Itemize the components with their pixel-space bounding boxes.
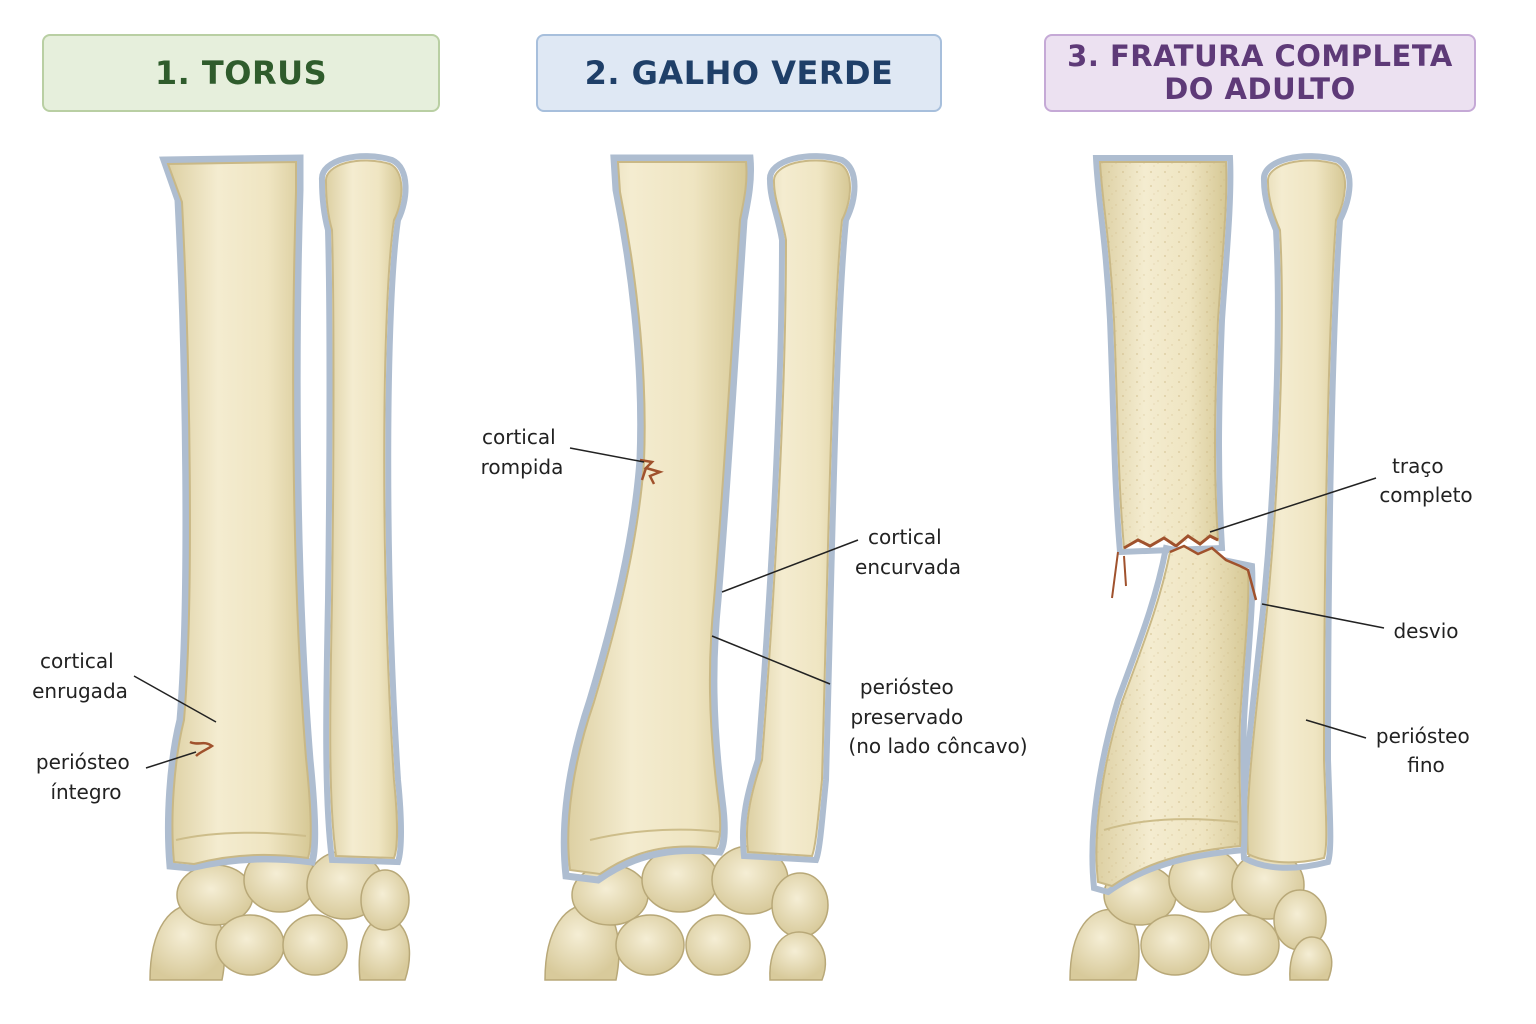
panel-3-header: 3. FRATURA COMPLETA DO ADULTO xyxy=(1044,34,1476,112)
panel-3-illustration: traço completo desvio periósteo fino xyxy=(1069,153,1476,981)
panel-3-distal-fragment-periosteum xyxy=(1089,544,1256,896)
panel-3-title: 3. FRATURA COMPLETA DO ADULTO xyxy=(1067,38,1453,106)
panel-1-illustration: cortical enrugada periósteo íntegro xyxy=(32,153,411,981)
panel-2-ulna-periosteum xyxy=(739,153,858,864)
panel-3-proximal-fragment-periosteum xyxy=(1092,155,1234,556)
panel-2-carpals xyxy=(544,845,829,981)
panel-2-crack xyxy=(639,458,664,485)
panel-1-radius xyxy=(166,160,312,866)
panel-2-title: 2. GALHO VERDE xyxy=(584,54,894,92)
panel-1-carpals xyxy=(149,847,411,981)
panel-2-illustration: cortical rompida cortical encurvada peri… xyxy=(481,153,1028,981)
label-periosteo-integro: periósteo íntegro xyxy=(36,750,136,804)
panel-1-radius-periosteum xyxy=(159,154,319,872)
label-desvio: desvio xyxy=(1393,619,1458,643)
panel-3-ulna xyxy=(1246,159,1347,864)
panel-3-fracture-line-bottom xyxy=(1169,544,1258,601)
label-periosteo-fino: periósteo fino xyxy=(1376,724,1476,777)
panel-1-ulna-periosteum xyxy=(319,153,409,866)
panel-2-radius xyxy=(567,161,748,876)
label-periosteo-preservado: periósteo preservado (no lado côncavo) xyxy=(848,675,1027,758)
panel-1-header: 1. TORUS xyxy=(42,34,440,112)
panel-3-ulna-periosteum xyxy=(1240,153,1353,871)
label-cortical-encurvada: cortical encurvada xyxy=(855,525,961,579)
panel-3-fracture-line-top xyxy=(1123,534,1219,550)
panel-1-title: 1. TORUS xyxy=(154,54,328,92)
panel-2-radius-periosteum xyxy=(560,154,754,884)
panel-1-ulna xyxy=(324,159,403,860)
panel-3-carpals xyxy=(1069,847,1333,981)
label-cortical-rompida: cortical rompida xyxy=(481,425,564,479)
label-cortical-enrugada: cortical enrugada xyxy=(32,649,128,703)
panel-2-header: 2. GALHO VERDE xyxy=(536,34,942,112)
label-traco-completo: traço completo xyxy=(1379,454,1472,507)
panel-1-buckle xyxy=(189,740,215,757)
